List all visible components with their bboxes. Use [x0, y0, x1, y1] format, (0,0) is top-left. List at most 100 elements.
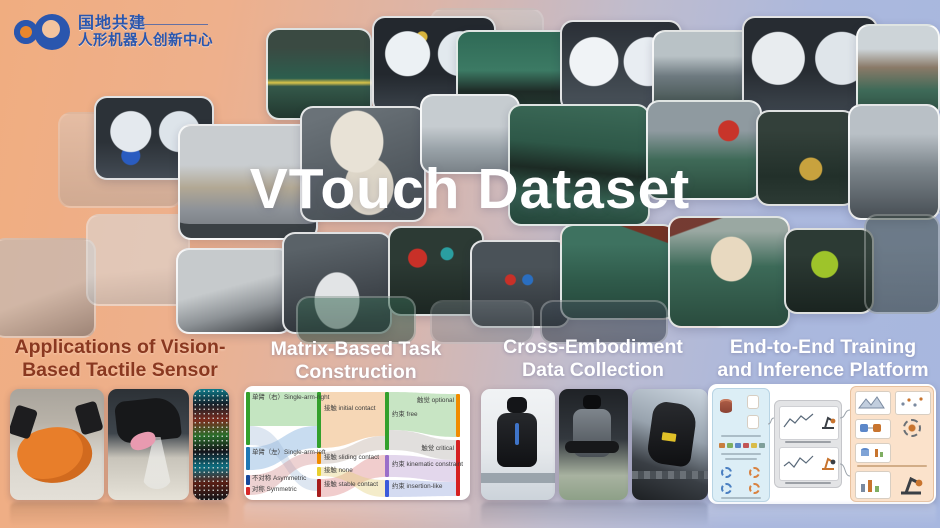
sankey-node-stable-contact: [317, 479, 321, 497]
caption-bar: [721, 497, 761, 499]
collage-photo-tile: [540, 300, 668, 344]
collage-photo-tile: [420, 94, 520, 174]
data-chip: [735, 443, 741, 448]
gripper-right-icon: [74, 400, 104, 436]
gear-icon: [721, 467, 732, 478]
heading-line: Cross-Embodiment: [503, 336, 683, 358]
humanoid-robot-photo-2: [559, 389, 628, 500]
filter-icon: [860, 424, 881, 432]
robot-head: [583, 395, 601, 409]
logo-divider: [142, 24, 208, 25]
sankey-node-single-arm-left: [246, 447, 250, 470]
robot-arm-icon: [822, 416, 836, 429]
sankey-node-critical: [456, 440, 460, 496]
sankey-flows: [250, 392, 456, 497]
data-chip: [751, 443, 757, 448]
sankey-node-initial-contact: [317, 392, 321, 448]
sankey-label: 接触 sliding contact: [324, 454, 380, 461]
training-panel: [774, 400, 842, 488]
collage-photo-tile: [296, 296, 416, 344]
model-box: [895, 391, 931, 415]
collage-photo-tile: [176, 248, 292, 334]
section-heading-platform: End-to-End Training and Inference Platfo…: [706, 336, 940, 383]
data-chip: [719, 443, 725, 448]
heading-line: Matrix-Based Task: [270, 338, 442, 360]
gripper-closeup-photo: [632, 389, 708, 500]
database-icon: [720, 399, 732, 413]
data-pipeline-panel: [712, 388, 770, 502]
robot-arm-icon: [822, 457, 836, 470]
collage-photo-tile: [742, 16, 878, 116]
pipeline-box: [855, 419, 891, 439]
collage-photo-tile: [0, 238, 96, 338]
collage-photo-tile: [864, 214, 940, 314]
robot-arms: [565, 441, 619, 453]
sankey-label: 约束 kinematic constraint: [392, 461, 464, 468]
collage-photo-tile: [470, 240, 570, 328]
sankey-node-kinematic-constraint: [385, 455, 389, 477]
page-title: VTouch Dataset: [249, 157, 691, 221]
collage-photo-tile: [784, 228, 874, 314]
tactile-sensor-dot-array: [193, 389, 229, 500]
gear-icon: [903, 419, 921, 437]
reflection-strip: [481, 502, 708, 527]
collage-photo-tile: [430, 300, 534, 344]
conveyor-rail: [632, 471, 708, 479]
collage-photo-tile: [756, 110, 856, 206]
sankey-label: 接触 none: [324, 467, 353, 474]
sankey-label: 约束 free: [392, 411, 418, 418]
bar-chart-icon: [861, 480, 879, 492]
data-chip: [759, 443, 765, 448]
heading-line: Applications of Vision-: [14, 336, 226, 358]
humanoid-robot-photo-1: [481, 389, 555, 500]
gear-icon: [749, 467, 760, 478]
document-icon: [747, 415, 759, 429]
sankey-node-free: [385, 392, 389, 450]
sankey-node-optional: [456, 394, 460, 437]
org-name-line2: 人形机器人创新中心: [78, 33, 213, 49]
sankey-label: 单臂（右）Single-arm-right: [252, 394, 330, 401]
sankey-label: 约束 insertion-like: [392, 483, 443, 490]
training-chart-box: [779, 447, 839, 481]
scatter-chart-icon: [901, 397, 923, 407]
reflection-strip: [244, 502, 470, 527]
robot-head: [507, 397, 527, 413]
sankey-node-none-contact: [317, 467, 321, 476]
heading-line: Data Collection: [522, 359, 664, 382]
collage-photo-tile: [646, 100, 762, 200]
sim-box: [855, 443, 891, 463]
workbench: [481, 473, 555, 483]
training-chart-box: [779, 406, 839, 440]
collage-photo-tile: [86, 214, 190, 306]
org-name-line1: 国地共建: [78, 15, 147, 32]
sankey-label: 触觉 optional: [417, 397, 454, 404]
inference-panel: [850, 386, 934, 502]
caption-bar: [785, 482, 831, 484]
reflection-strip: [708, 502, 936, 527]
mountain-chart-icon: [857, 396, 885, 409]
heading-line: Based Tactile Sensor: [22, 359, 218, 382]
caption-bar: [721, 435, 761, 437]
caption-bar: [857, 465, 927, 467]
sankey-label: 接触 stable contact: [324, 481, 378, 488]
heading-line: End-to-End Training: [729, 336, 917, 358]
task-matrix-sankey-panel: 单臂（右）Single-arm-right 单臂（左）Single-arm-le…: [244, 386, 470, 500]
heading-line: and Inference Platform: [717, 359, 929, 382]
collage-photo-tile: [668, 216, 790, 328]
collage-photo-tile: [848, 104, 940, 220]
sankey-label: 对称 Symmetric: [252, 486, 297, 493]
section-heading-applications: Applications of Vision- Based Tactile Se…: [2, 336, 238, 383]
sankey-node-symmetric: [246, 487, 250, 495]
sankey-label: 不对称 Asymmetric: [252, 475, 307, 482]
deploy-box: [855, 471, 891, 499]
platform-diagram-panel: [708, 384, 936, 504]
gear-icon: [749, 483, 760, 494]
sankey-label: 接触 initial contact: [324, 405, 376, 412]
sankey-node-sliding-contact: [317, 452, 321, 464]
sankey-node-single-arm-right: [246, 392, 250, 445]
robot-arm-icon: [901, 476, 923, 495]
loss-curve-icon: [783, 413, 814, 428]
document-icon: [747, 395, 759, 409]
cylinder-chart-icon: [861, 448, 883, 457]
section-heading-cross: Cross-Embodiment Data Collection: [476, 336, 710, 383]
